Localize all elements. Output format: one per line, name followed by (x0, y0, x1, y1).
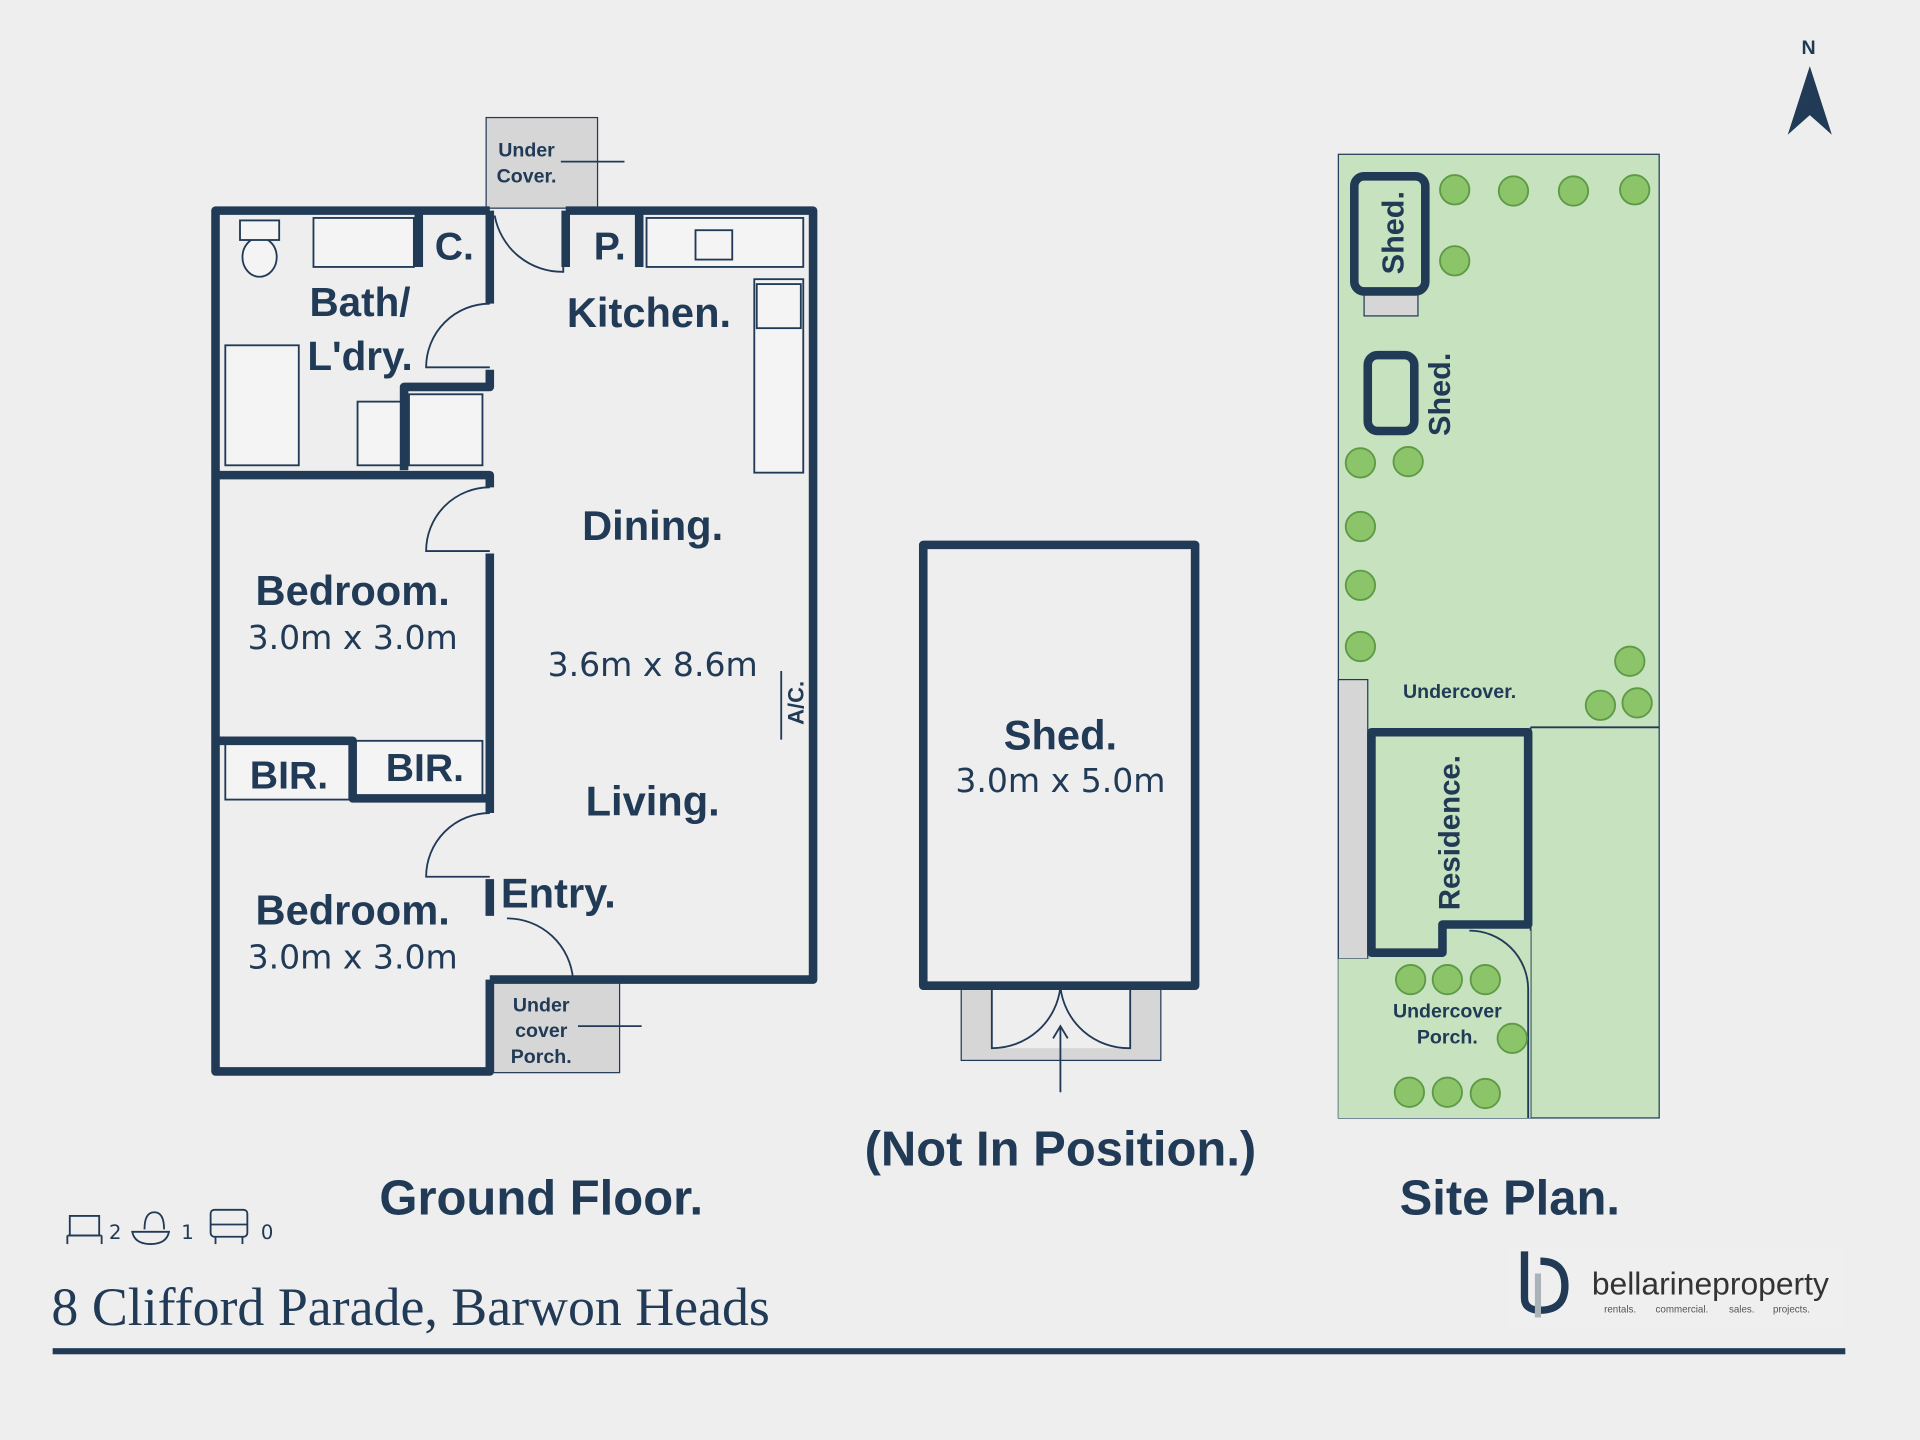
bed-icon (66, 1215, 103, 1245)
kitchen-label: Kitchen. (567, 289, 731, 336)
site-porch-label-2: Porch. (1417, 1026, 1478, 1048)
ground-floor-plan: Bath/ L'dry. C. P. Kitchen. Dining. 3.6m… (211, 116, 818, 1226)
shed-plan: Shed. 3.0m x 5.0m (Not In Position.) (865, 540, 1257, 1177)
tagline-sales: sales. (1729, 1305, 1755, 1316)
shed-dimensions: 3.0m x 5.0m (955, 761, 1165, 800)
bir-2-label: BIR. (386, 747, 464, 790)
porch-label-1: Under (513, 994, 570, 1016)
bedroom-2-dimensions: 3.0m x 3.0m (248, 938, 458, 977)
site-undercover-label: Undercover. (1403, 681, 1516, 703)
entry-label: Entry. (501, 869, 616, 916)
bedroom-count: 2 (109, 1221, 121, 1244)
brand-name: bellarineproperty (1592, 1265, 1829, 1301)
car-icon (209, 1208, 249, 1245)
ground-floor-title: Ground Floor. (379, 1172, 703, 1226)
trees (1344, 174, 1653, 1110)
bedroom-2-label: Bedroom. (256, 886, 450, 933)
site-porch-label-1: Undercover (1393, 1001, 1502, 1023)
dining-label: Dining. (582, 502, 723, 549)
tagline-commercial: commercial. (1656, 1305, 1709, 1316)
bath-label-1: Bath/ (310, 279, 411, 325)
bedroom-1-dimensions: 3.0m x 3.0m (248, 618, 458, 657)
property-address: 8 Clifford Parade, Barwon Heads (51, 1277, 769, 1337)
undercover-top-label-2: Cover. (497, 165, 557, 187)
residence-label: Residence. (1434, 755, 1467, 910)
site-plan: Shed. Shed. Residence. Undercover. Under… (1337, 153, 1660, 1226)
car-count: 0 (261, 1221, 273, 1244)
porch-label-3: Porch. (511, 1046, 572, 1068)
pantry-label: P. (594, 226, 626, 269)
site-shed-1-label: Shed. (1376, 191, 1410, 274)
compass-label: N (1802, 37, 1816, 59)
bath-icon (131, 1211, 171, 1246)
bedroom-1-label: Bedroom. (256, 567, 450, 614)
not-in-position-note: (Not In Position.) (865, 1123, 1257, 1177)
undercover-top-label-1: Under (498, 140, 555, 162)
bir-1-label: BIR. (250, 755, 328, 798)
tagline-rentals: rentals. (1604, 1305, 1636, 1316)
bath-label-2: L'dry. (307, 333, 412, 379)
footer-rule (52, 1348, 1846, 1355)
living-label: Living. (586, 778, 720, 825)
shed-label: Shed. (1004, 711, 1117, 758)
bathroom-count: 1 (181, 1221, 193, 1244)
living-dimensions: 3.6m x 8.6m (548, 645, 758, 684)
ac-label: A/C. (783, 681, 808, 725)
north-arrow-icon (1787, 66, 1832, 135)
site-plan-title: Site Plan. (1400, 1172, 1620, 1226)
brand-logo: bellarineproperty rentals. commercial. s… (1508, 1246, 1846, 1330)
cupboard-label: C. (435, 226, 474, 269)
property-features: 2 1 0 (66, 1208, 273, 1246)
tagline-projects: projects. (1773, 1305, 1810, 1316)
porch-label-2: cover (515, 1020, 568, 1042)
site-shed-2-label: Shed. (1423, 353, 1457, 436)
compass: N (1787, 37, 1832, 135)
